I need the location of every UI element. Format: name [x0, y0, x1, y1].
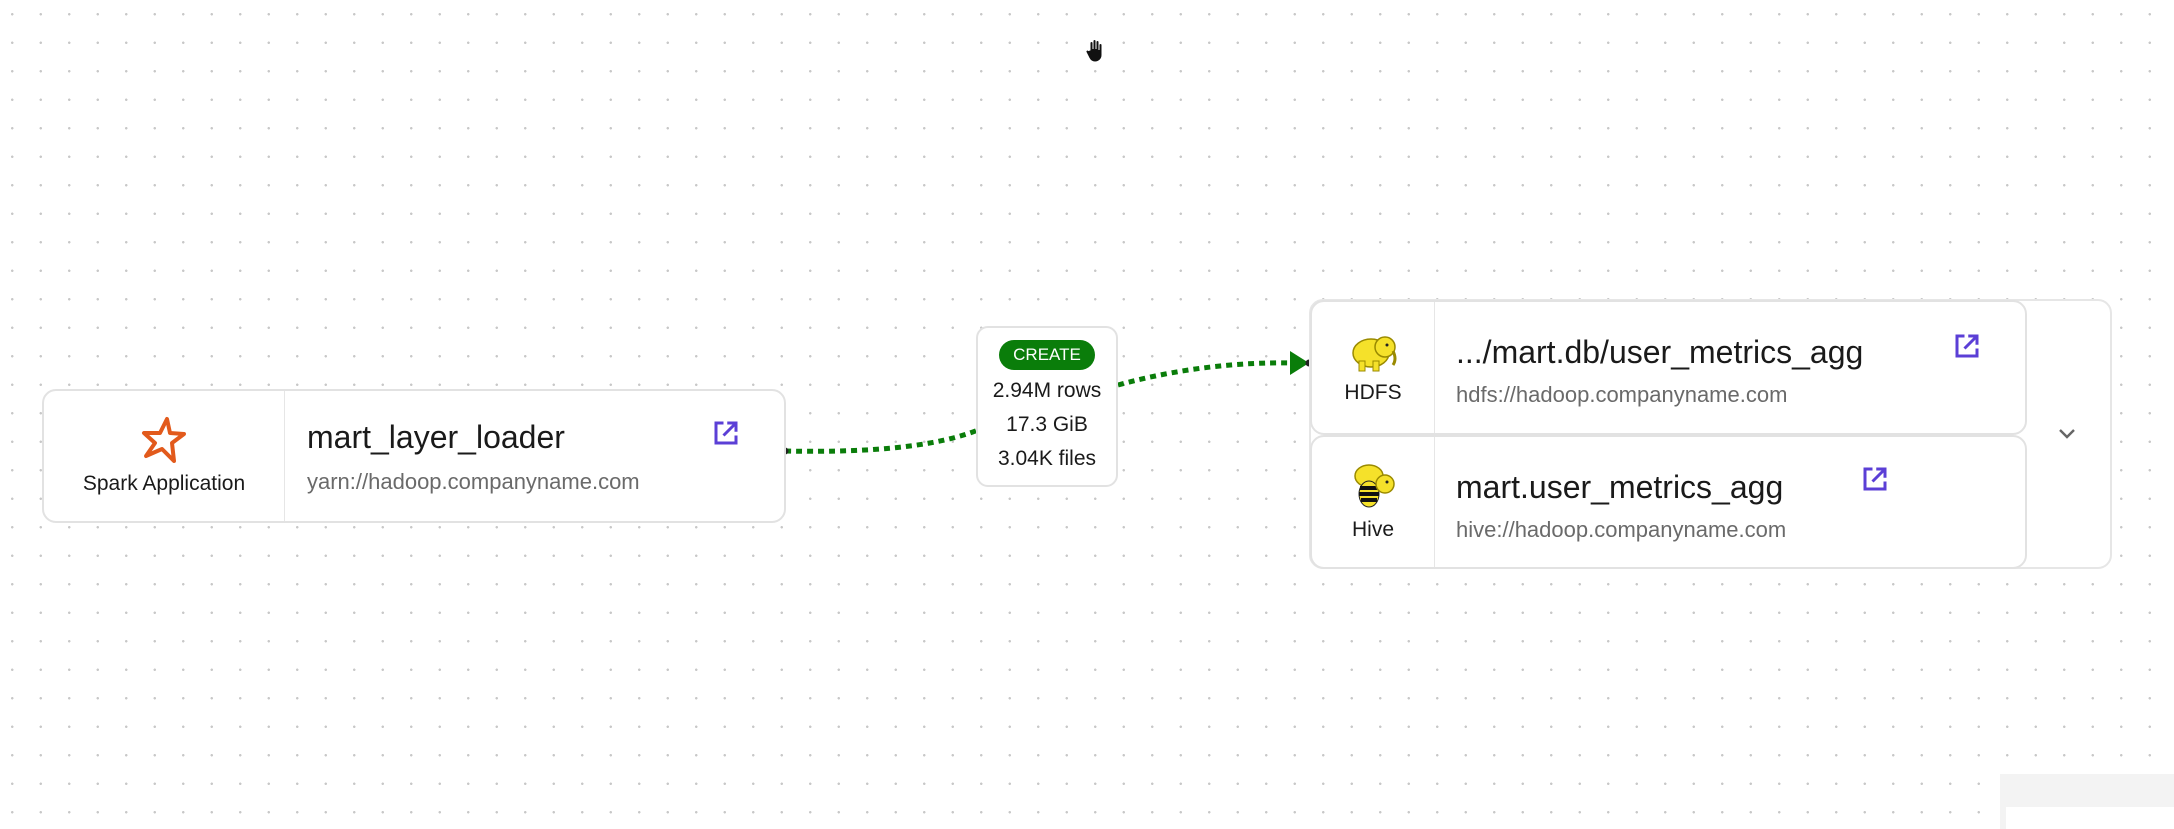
minimap-panel[interactable] — [2000, 774, 2174, 829]
spark-star-icon — [142, 417, 186, 463]
target-type: Hive — [1312, 437, 1435, 567]
target-name: .../mart.db/user_metrics_agg — [1456, 334, 1864, 370]
target-type: HDFS — [1312, 302, 1435, 433]
target-name: mart.user_metrics_agg — [1456, 469, 1784, 505]
target-location: hdfs://hadoop.companyname.com — [1456, 382, 1788, 407]
hive-elephant-icon — [1354, 464, 1395, 508]
source-type: Spark Application — [44, 391, 285, 521]
target-node-card-hive[interactable]: Hive mart.user_metrics_agg hive://hadoop… — [1310, 435, 2027, 569]
source-name: mart_layer_loader — [307, 419, 565, 455]
edge-files: 3.04K files — [997, 447, 1097, 470]
action-pill: CREATE — [999, 340, 1095, 370]
target-type-label: HDFS — [1344, 380, 1402, 404]
hdfs-elephant-icon — [1352, 335, 1397, 371]
edge-source-to-badge — [784, 427, 979, 454]
source-type-label: Spark Application — [82, 472, 246, 495]
target-node-card-hdfs[interactable]: HDFS .../mart.db/user_metrics_agg hdfs:/… — [1310, 300, 2027, 435]
target-location: hive://hadoop.companyname.com — [1456, 517, 1787, 542]
external-link-icon[interactable] — [711, 418, 741, 448]
external-link-icon[interactable] — [1952, 331, 1982, 361]
minimap-viewport — [2006, 807, 2174, 829]
target-type-label: Hive — [1351, 518, 1394, 541]
edge-rows: 2.94M rows — [992, 379, 1102, 402]
chevron-down-icon[interactable] — [2055, 422, 2079, 446]
edge-badge-to-target — [1117, 360, 1293, 388]
hand-cursor-icon — [1085, 39, 1103, 63]
external-link-icon[interactable] — [1860, 464, 1890, 494]
edge-size: 17.3 GiB — [1006, 413, 1088, 436]
source-location: yarn://hadoop.companyname.com — [307, 469, 640, 494]
source-node-card[interactable]: Spark Application mart_layer_loader yarn… — [42, 389, 786, 523]
edge-stats-badge[interactable]: CREATE 2.94M rows 17.3 GiB 3.04K files — [976, 326, 1118, 487]
arrowhead — [1290, 351, 1309, 375]
